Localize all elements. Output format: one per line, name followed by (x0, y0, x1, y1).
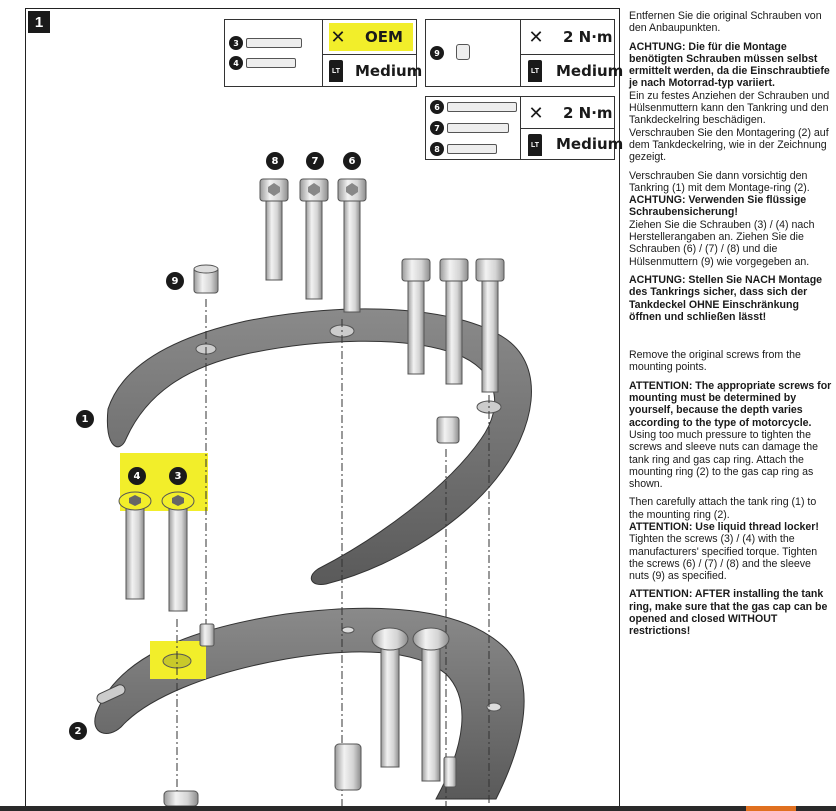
screw-7-icon (447, 123, 509, 133)
screw-7 (299, 178, 329, 300)
screw-4-icon (246, 58, 296, 68)
drawing-frame (25, 8, 620, 811)
en-paragraph-2: Using too much pressure to tighten the s… (629, 428, 819, 491)
en-paragraph-3: Then carefully attach the tank ring (1) … (629, 496, 833, 582)
instructions-column: Entfernen Sie die original Schrauben von… (629, 10, 833, 644)
label-screw-4: 4 (128, 467, 146, 485)
de-warning-screws-bold: ACHTUNG: Die für die Montage benötigten … (629, 40, 830, 90)
screw-4 (118, 491, 152, 600)
en-paragraph-3-text: Then carefully attach the tank ring (1) … (629, 496, 817, 521)
label-ring-1: 1 (76, 410, 94, 428)
part-8-badge: 8 (430, 142, 444, 156)
en-paragraph-3-rest: Tighten the screws (3) / (4) with the ma… (629, 533, 818, 583)
screw-6-icon (447, 102, 517, 112)
sleeve-nut-icon (456, 44, 470, 60)
threadlocker-value: Medium (556, 62, 624, 80)
sleeve-nut-9 (193, 264, 219, 294)
threadlocker-value: Medium (556, 135, 624, 153)
bottom-bar (0, 806, 836, 811)
screw-3 (161, 491, 195, 612)
assembly-drawing (94, 178, 532, 806)
de-warning-cap: ACHTUNG: Stellen Sie NACH Montage des Ta… (629, 273, 823, 323)
part-9-badge: 9 (430, 46, 444, 60)
label-screw-7: 7 (306, 152, 324, 170)
threadlocker-bottle-icon: LT (329, 60, 343, 82)
en-paragraph-1: Remove the original screws from the moun… (629, 349, 801, 374)
threadlocker-value: Medium (355, 62, 423, 80)
torque-value-oem: OEM (365, 28, 403, 46)
de-paragraph-3-text: Verschrauben Sie dann vorsichtig den Tan… (629, 169, 810, 194)
torque-value: 2 N·m (563, 104, 613, 122)
de-paragraph-1: Entfernen Sie die original Schrauben von… (629, 10, 822, 35)
part-4-badge: 4 (229, 56, 243, 70)
label-screw-3: 3 (169, 467, 187, 485)
step-number-badge: 1 (28, 11, 50, 33)
screw-8 (259, 178, 289, 281)
torque-wrench-icon: ✕ (330, 26, 346, 47)
torque-highlight (329, 23, 413, 51)
de-warning-threadlocker: ACHTUNG: Verwenden Sie flüssige Schraube… (629, 194, 807, 219)
threadlocker-bottle-icon: LT (528, 60, 542, 82)
torque-wrench-icon: ✕ (528, 26, 544, 47)
label-ring-2: 2 (69, 722, 87, 740)
torque-value: 2 N·m (563, 28, 613, 46)
en-warning-cap: ATTENTION: AFTER installing the tank rin… (629, 588, 828, 638)
spec-box-screws-6-7-8: 6 7 8 ✕ 2 N·m LT Medium (425, 96, 623, 160)
label-screw-8: 8 (266, 152, 284, 170)
de-paragraph-2: Ein zu festes Anziehen der Schrauben und… (629, 89, 830, 164)
spec-box-nut-9: 9 ✕ 2 N·m LT Medium (425, 19, 623, 87)
screw-8-icon (447, 144, 497, 154)
en-warning-screws-bold: ATTENTION: The appropriate screws for mo… (629, 379, 832, 429)
part-6-badge: 6 (430, 100, 444, 114)
label-nut-9: 9 (166, 272, 184, 290)
en-warning-threadlocker: ATTENTION: Use liquid thread locker! (629, 520, 819, 533)
tank-ring-1 (106, 308, 532, 586)
de-warning-screws: ACHTUNG: Die für die Montage benötigten … (629, 41, 833, 164)
label-screw-6: 6 (343, 152, 361, 170)
part-7-badge: 7 (430, 121, 444, 135)
screw-3-icon (246, 38, 302, 48)
en-warning-screws: ATTENTION: The appropriate screws for mo… (629, 380, 833, 491)
de-paragraph-3: Verschrauben Sie dann vorsichtig den Tan… (629, 170, 833, 268)
torque-wrench-icon: ✕ (528, 102, 544, 123)
de-paragraph-3-rest: Ziehen Sie die Schrauben (3) / (4) nach … (629, 218, 815, 268)
part-3-badge: 3 (229, 36, 243, 50)
threadlocker-bottle-icon: LT (528, 134, 542, 156)
mounting-ring-2 (94, 607, 525, 800)
screw-6 (337, 178, 367, 313)
spec-box-screws-3-4: 3 4 ✕ OEM LT Medium (224, 19, 422, 87)
